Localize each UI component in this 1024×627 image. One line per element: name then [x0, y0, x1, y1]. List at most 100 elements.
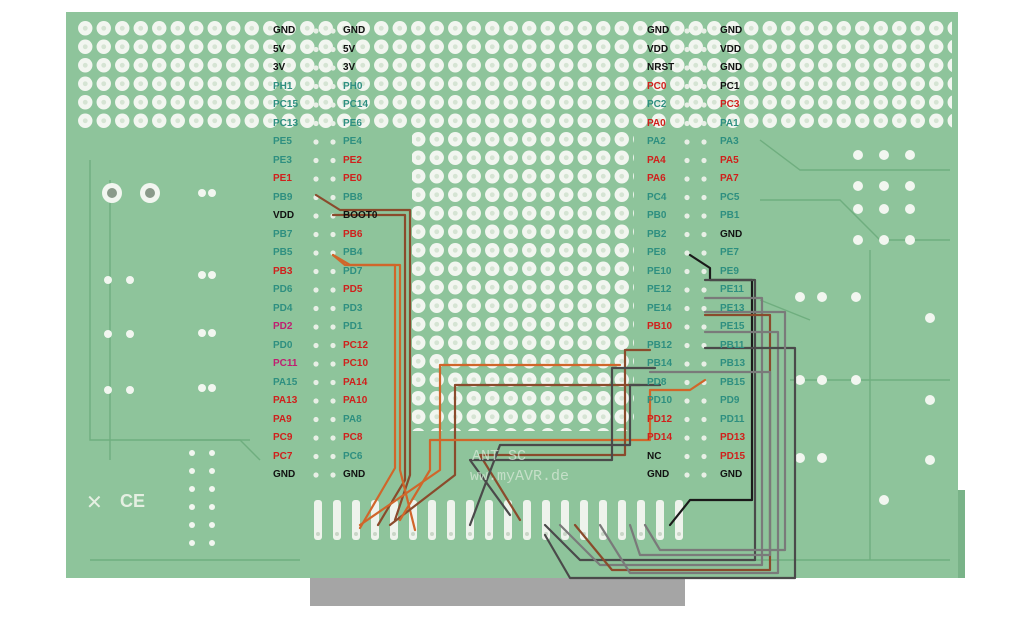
- header-pad: [330, 231, 336, 238]
- header-pad: [684, 379, 690, 386]
- header-pad: [701, 342, 707, 349]
- pin-label: PE15: [720, 321, 745, 332]
- component-pad: [126, 330, 134, 338]
- component-pad: [208, 271, 216, 279]
- jumper-wire: [331, 253, 417, 532]
- pcb-trace: [180, 439, 261, 461]
- component-pad: [795, 375, 805, 385]
- header-pad: [701, 324, 707, 330]
- pin-label: PB8: [343, 191, 363, 203]
- connector-pin-hole: [411, 532, 415, 536]
- left-components: [102, 183, 216, 546]
- pin-label: GND: [273, 469, 296, 480]
- pin-label: VDD: [720, 43, 742, 55]
- connector-pin-hole: [392, 532, 396, 536]
- header-pad: [701, 139, 707, 145]
- header-pad: [684, 213, 690, 219]
- pin-label: GND: [647, 25, 670, 36]
- header-pad: [313, 268, 319, 275]
- connector-pin-hole: [449, 532, 453, 536]
- header-pad: [330, 83, 336, 90]
- component-pad: [198, 189, 206, 197]
- component-pad: [209, 522, 215, 528]
- pin-label: PD12: [647, 413, 673, 425]
- pin-label: PH0: [343, 80, 363, 92]
- connector-pin-hole: [658, 532, 662, 536]
- pin-label: GND: [720, 469, 743, 480]
- pin-label: GND: [343, 469, 366, 480]
- pin-label: PC9: [273, 432, 293, 443]
- pin-label: 5V: [273, 43, 286, 55]
- component-pad: [905, 235, 915, 245]
- component-pad: [209, 450, 215, 456]
- board-edge-right: [955, 490, 965, 578]
- connector-pin-hole: [373, 532, 377, 536]
- header-pad: [684, 361, 690, 367]
- pcb-trace: [759, 299, 811, 321]
- pin-label: PE0: [343, 173, 362, 184]
- connector-pin: [485, 500, 493, 540]
- header-pad: [701, 157, 707, 164]
- pin-label: PE9: [720, 265, 739, 277]
- header-pad: [701, 472, 707, 478]
- header-pad: [330, 342, 336, 349]
- component-pad: [198, 329, 206, 337]
- header-pad: [684, 398, 690, 404]
- pin-label: NC: [647, 450, 662, 462]
- connector-pin-hole: [506, 532, 510, 536]
- pin-label: GND: [720, 25, 743, 36]
- pin-label: GND: [343, 25, 366, 36]
- component-pad: [853, 204, 863, 214]
- pin-label: PB9: [273, 191, 293, 203]
- component-pad: [879, 181, 889, 191]
- header-pad: [701, 398, 707, 404]
- ce-mark-icon: CE: [120, 491, 146, 511]
- header-pad: [701, 83, 707, 90]
- header-pad: [701, 435, 707, 441]
- pin-label: PC4: [647, 191, 667, 203]
- header-pad: [313, 120, 319, 127]
- pin-label: NRST: [647, 62, 675, 73]
- connector-pin: [599, 500, 607, 540]
- component-pad: [189, 522, 195, 528]
- header-pad: [684, 194, 690, 201]
- pin-label: PB13: [720, 358, 746, 369]
- pin-label: PB7: [273, 228, 293, 240]
- header-pad: [313, 28, 319, 34]
- component-pad: [817, 453, 827, 463]
- header-pad: [330, 102, 336, 108]
- connector-pin-hole: [563, 532, 567, 536]
- header-pad: [313, 231, 319, 238]
- pin-label: PE13: [720, 302, 745, 314]
- pin-label: PC5: [720, 191, 740, 203]
- component-pad: [925, 313, 935, 323]
- connector-pin: [371, 500, 379, 540]
- component-pad: [189, 540, 195, 546]
- header-pad: [684, 65, 690, 71]
- component-pad: [817, 375, 827, 385]
- pin-label: PC15: [273, 99, 299, 110]
- pin-label: PD8: [647, 376, 667, 388]
- header-pad: [701, 268, 707, 275]
- pin-label: PE1: [273, 173, 292, 184]
- pin-label: PE12: [647, 284, 672, 295]
- header-pad: [701, 231, 707, 238]
- connector-pin-hole: [620, 532, 624, 536]
- pin-label: PA7: [720, 173, 739, 184]
- hole-field-top: [76, 19, 952, 131]
- connector-pin-hole: [525, 532, 529, 536]
- connector-pin: [656, 500, 664, 540]
- connector-pin-hole: [335, 532, 339, 536]
- jumper-wire: [478, 348, 652, 522]
- pin-label: PC1: [720, 80, 740, 92]
- header-pad: [330, 435, 336, 441]
- component-pad: [198, 271, 206, 279]
- connector-pin: [580, 500, 588, 540]
- pin-label: 5V: [343, 43, 356, 55]
- component-pad: [795, 292, 805, 302]
- pin-label: PE5: [273, 136, 292, 147]
- pin-label: PB11: [720, 339, 745, 351]
- ghost-text-url: ww.myAVR.de: [470, 468, 570, 485]
- header-pad: [330, 324, 336, 330]
- component-pad: [189, 504, 195, 510]
